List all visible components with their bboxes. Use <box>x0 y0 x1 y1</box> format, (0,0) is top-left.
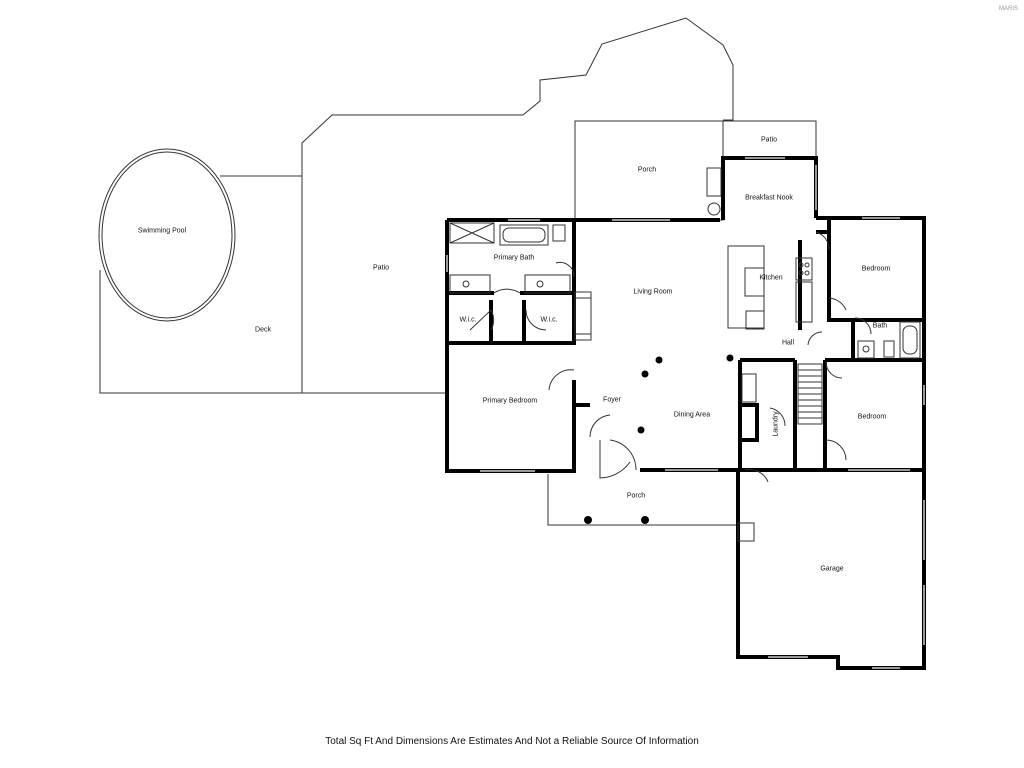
room-label-patio: Patio <box>373 264 389 272</box>
deck-outline <box>99 175 303 394</box>
room-label-bath: Bath <box>872 322 888 330</box>
room-label-small-patio: Patio <box>761 136 777 144</box>
room-label-breakfast-nook: Breakfast Nook <box>745 194 793 202</box>
shower <box>449 222 495 244</box>
front-porch-outline <box>547 474 738 526</box>
room-label-garage: Garage <box>820 565 844 573</box>
room-label-wic-right: W.i.c. <box>540 316 558 324</box>
room-label-rear-porch: Porch <box>637 166 657 174</box>
room-label-living-room: Living Room <box>633 288 673 296</box>
room-label-kitchen: Kitchen <box>759 274 783 282</box>
room-label-wic-left: W.i.c. <box>459 316 477 324</box>
room-label-hall: Hall <box>781 339 795 347</box>
swimming-pool-outline <box>98 148 236 322</box>
room-label-deck: Deck <box>255 326 271 334</box>
room-label-swimming-pool: Swimming Pool <box>137 227 187 235</box>
room-label-bedroom-upper: Bedroom <box>861 265 891 273</box>
disclaimer-text: Total Sq Ft And Dimensions Are Estimates… <box>325 736 699 747</box>
room-label-dining-area: Dining Area <box>673 411 711 419</box>
room-label-primary-bedroom: Primary Bedroom <box>482 397 538 405</box>
fireplace <box>574 291 592 341</box>
upper-patio-outline <box>301 17 734 393</box>
watermark: MARIS <box>998 6 1018 12</box>
bathtub <box>499 224 549 246</box>
room-label-front-porch: Porch <box>626 492 646 500</box>
room-label-bedroom-lower: Bedroom <box>857 413 887 421</box>
room-label-laundry: Laundry <box>772 411 780 437</box>
room-label-foyer: Foyer <box>603 396 621 404</box>
room-label-primary-bath: Primary Bath <box>493 254 535 262</box>
